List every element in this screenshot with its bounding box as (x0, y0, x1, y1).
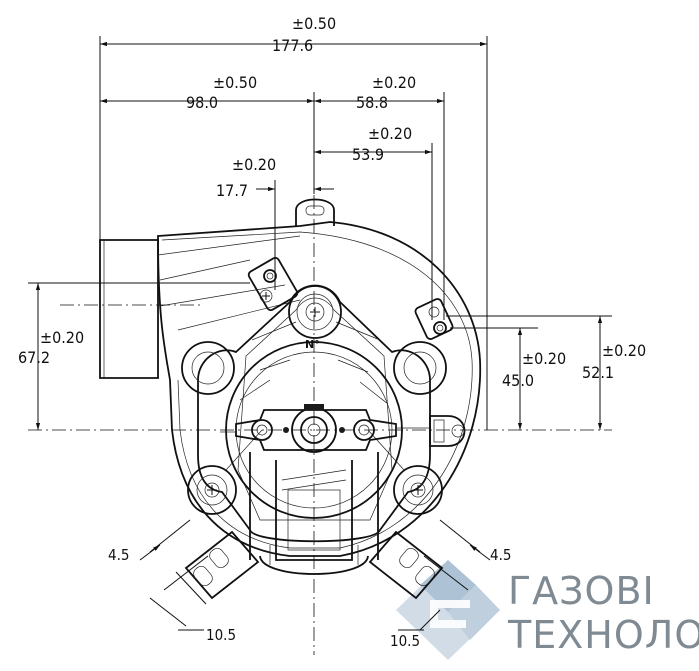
left-terminal-block (247, 257, 299, 311)
right-height-outer-value: 52.1 (582, 363, 614, 382)
center-to-right-terminal-tolerance: ±0.20 (368, 124, 412, 143)
dimension-overall-width: ±0.50 177.6 (99, 14, 488, 430)
shaft-hub (291, 404, 337, 453)
mount-boss-top (288, 285, 342, 339)
center-to-right-hole-value: 58.8 (356, 93, 388, 112)
motor-mount-plate: N° (181, 284, 447, 543)
mount-boss-left (181, 341, 235, 395)
center-to-left-terminal-value: 17.7 (216, 181, 248, 200)
right-foot-width: 4.5 (490, 546, 511, 564)
logo-line-1: ГАЗОВІ (508, 569, 655, 613)
center-to-right-terminal-value: 53.9 (352, 145, 384, 164)
blower-housing (99, 198, 482, 600)
right-mounting-foot (368, 530, 444, 600)
mount-boss-bottom-right (393, 465, 443, 515)
right-height-inner-tolerance: ±0.20 (522, 349, 566, 368)
right-foot-depth: 10.5 (390, 632, 420, 650)
left-foot-depth: 10.5 (206, 626, 236, 644)
overall-width-value: 177.6 (272, 36, 313, 55)
dimension-left-to-center: ±0.50 98.0 (100, 73, 315, 194)
left-height-tolerance: ±0.20 (40, 328, 84, 347)
rotor-ring (225, 341, 403, 519)
left-mounting-foot (184, 530, 260, 600)
left-to-center-tolerance: ±0.50 (213, 73, 257, 92)
mount-boss-right (393, 341, 447, 395)
right-terminal-block (414, 298, 454, 340)
dimension-center-to-right-hole: ±0.20 58.8 (314, 73, 445, 320)
side-connector (429, 415, 466, 447)
left-height-value: 67.2 (18, 348, 50, 367)
left-foot-width: 4.5 (108, 546, 129, 564)
left-to-center-value: 98.0 (186, 93, 218, 112)
company-logo: ГАЗОВІ ТЕХНОЛОГІЇ (396, 560, 699, 660)
mount-boss-bottom-left (187, 465, 237, 515)
center-to-right-hole-tolerance: ±0.20 (372, 73, 416, 92)
motor-marking-text: N° (305, 338, 320, 351)
dimension-center-to-left-terminal: ±0.20 17.7 (216, 155, 334, 290)
dimension-right-height-inner: ±0.20 45.0 (450, 327, 566, 430)
dimension-left-foot: 4.5 10.5 (108, 519, 236, 644)
logo-line-2: ТЕХНОЛОГІЇ (507, 613, 699, 657)
dimension-right-height-outer: ±0.20 52.1 (446, 315, 646, 430)
center-to-left-terminal-tolerance: ±0.20 (232, 155, 276, 174)
right-height-outer-tolerance: ±0.20 (602, 341, 646, 360)
motor-core (220, 404, 430, 565)
overall-width-tolerance: ±0.50 (292, 14, 336, 33)
dimension-center-to-right-terminal: ±0.20 53.9 (314, 124, 433, 320)
dimension-left-height: ±0.20 67.2 (18, 282, 250, 430)
right-height-inner-value: 45.0 (502, 371, 534, 390)
dimension-right-foot: 4.5 10.5 (390, 519, 511, 650)
